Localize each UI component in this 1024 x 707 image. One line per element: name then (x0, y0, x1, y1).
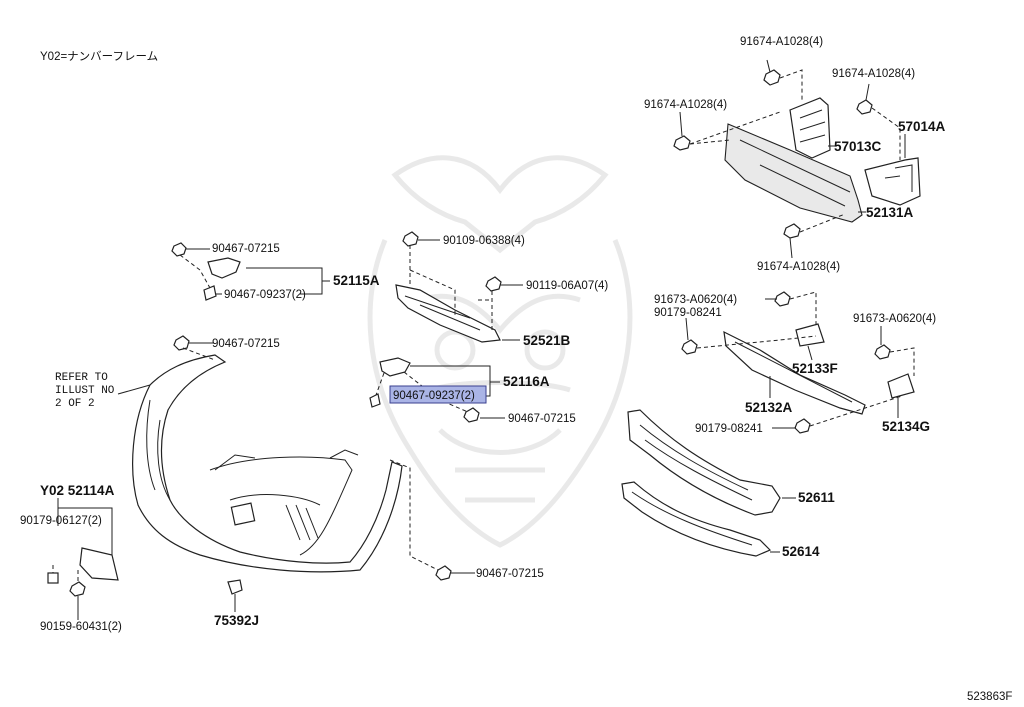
watermark-emblem (367, 155, 633, 548)
part-52116A-label: 52116A (503, 374, 550, 389)
callout-90467-07215-c: 90467-07215 (508, 413, 576, 425)
callout-90119-06A07: 90119-06A07(4) (526, 280, 608, 292)
callout-91673-right: 91673-A0620(4) (853, 313, 936, 325)
callout-90467-09237-b[interactable]: 90467-09237(2) (393, 390, 475, 402)
callout-90159-60431: 90159-60431(2) (40, 621, 122, 633)
note-y02: Y02=ナンバーフレーム (40, 50, 158, 63)
part-52132A-label: 52132A (745, 400, 793, 415)
license-plate-bracket-group (673, 59, 921, 259)
part-57014A-label: 57014A (898, 119, 946, 134)
part-52611-shape (627, 409, 781, 516)
part-52132A-group (681, 291, 915, 434)
part-52133F-label: 52133F (792, 361, 838, 376)
part-52521B-label: 52521B (523, 333, 571, 348)
part-57014A-shape (864, 157, 921, 206)
diagram-id: 523863F (967, 691, 1012, 703)
refer-note-line-3: 2 OF 2 (55, 398, 95, 410)
callout-90179-08241-a: 90179-08241 (654, 307, 722, 319)
part-52611-label: 52611 (798, 490, 835, 505)
part-52614-label: 52614 (782, 544, 820, 559)
callout-90179-08241-b: 90179-08241 (695, 423, 763, 435)
callout-91674-bottom: 91674-A1028(4) (757, 261, 840, 273)
callout-90179-06127: 90179-06127(2) (20, 515, 102, 527)
part-52134G-label: 52134G (882, 419, 930, 434)
part-52115A-label: 52115A (333, 273, 380, 288)
callout-90109-06388: 90109-06388(4) (443, 235, 525, 247)
part-52114A-label: Y02 52114A (40, 483, 115, 498)
part-57013C-label: 57013C (834, 139, 882, 154)
callout-91674-right: 91674-A1028(4) (832, 68, 915, 80)
callout-91674-left: 91674-A1028(4) (644, 99, 727, 111)
bumper-cover-shape (132, 354, 403, 573)
part-52611-group (627, 409, 796, 516)
part-52131A-label: 52131A (866, 205, 914, 220)
callout-90467-09237-a: 90467-09237(2) (224, 289, 306, 301)
callout-90467-07215-a: 90467-07215 (212, 243, 280, 255)
part-52614-group (621, 481, 780, 557)
refer-note-line-1: REFER TO (55, 372, 108, 384)
callout-91673-left: 91673-A0620(4) (654, 294, 737, 306)
part-57013C-shape (789, 97, 831, 159)
refer-note-line-2: ILLUST NO (55, 385, 115, 397)
part-52115A-group (171, 242, 330, 301)
callout-highlight-box[interactable] (389, 385, 487, 404)
callout-91674-top: 91674-A1028(4) (740, 36, 823, 48)
callout-90467-07215-b: 90467-07215 (212, 338, 280, 350)
part-52521B-group (395, 231, 523, 343)
bumper-cover-group (132, 335, 475, 581)
part-52614-shape (621, 481, 772, 557)
part-75392J-group (227, 579, 243, 612)
part-75392J-label: 75392J (214, 613, 259, 628)
callout-90467-07215-d: 90467-07215 (476, 568, 544, 580)
part-52114A-group (47, 498, 119, 620)
